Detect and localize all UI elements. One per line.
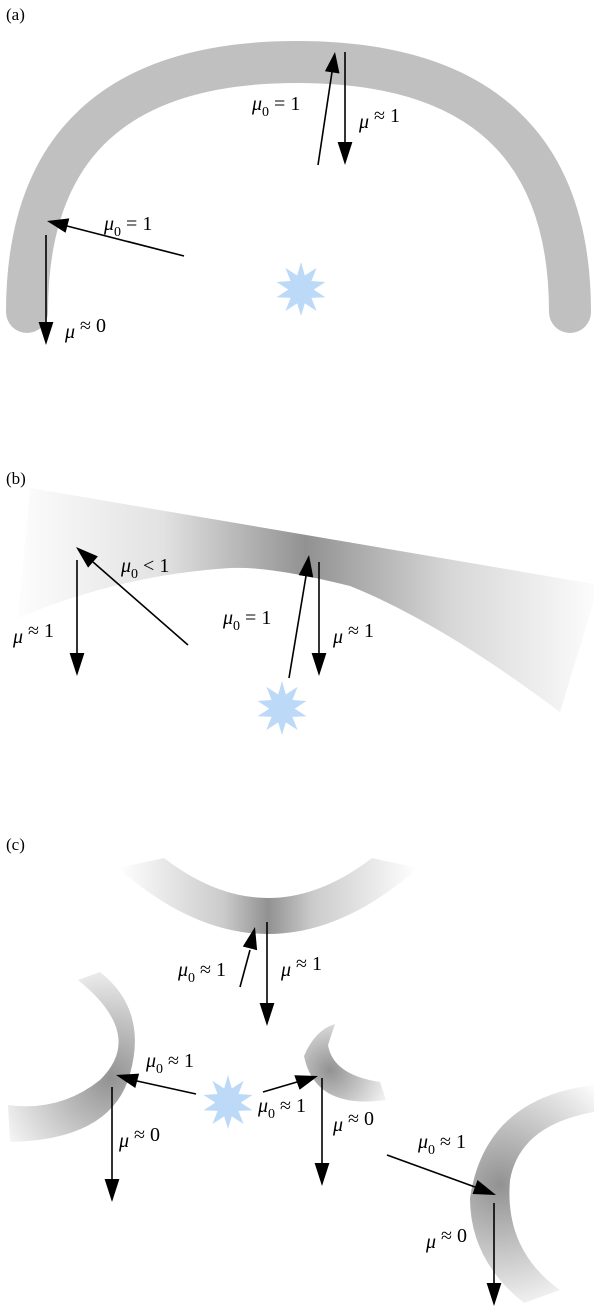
emergent-ray-c-top xyxy=(259,922,275,1026)
emergent-ray-c-right xyxy=(486,1203,502,1306)
panel-c-label: (c) xyxy=(6,835,25,854)
panel-c: (c) μ0 ≈ 1 μ ≈ 1 μ0 ≈ 1 μ ≈ 0 xyxy=(6,835,594,1306)
star-source-a xyxy=(276,262,326,316)
cloud-mid-c xyxy=(304,1024,386,1102)
star-source-b xyxy=(257,681,307,735)
emergent-label-a-top: μ ≈ 1 xyxy=(358,105,400,133)
incident-ray-c-mid xyxy=(262,1075,318,1093)
cloud-band-b xyxy=(18,488,594,712)
incident-label-b-left: μ0 < 1 xyxy=(120,555,169,582)
incident-label-b-center: μ0 = 1 xyxy=(222,607,271,634)
incident-ray-b-center xyxy=(288,555,314,679)
incident-ray-a-top xyxy=(317,52,340,166)
emergent-ray-b-left xyxy=(69,560,85,676)
incident-label-c-top: μ0 ≈ 1 xyxy=(177,959,226,986)
panel-b: (b) μ0 < 1 μ ≈ 1 μ0 = 1 μ ≈ 1 xyxy=(6,469,594,735)
emergent-label-b-left: μ ≈ 1 xyxy=(12,620,54,648)
incident-ray-c-left xyxy=(116,1073,197,1095)
cloud-top-c xyxy=(118,858,418,934)
cloud-left-c xyxy=(8,972,135,1142)
incident-ray-b-left xyxy=(76,547,189,646)
emergent-ray-c-mid xyxy=(314,1078,330,1186)
incident-ray-a-left xyxy=(47,218,185,257)
incident-label-a-top: μ0 = 1 xyxy=(251,93,300,120)
emergent-label-c-right: μ ≈ 0 xyxy=(425,1225,467,1253)
emergent-label-c-mid: μ ≈ 0 xyxy=(332,1108,374,1136)
emergent-ray-a-top xyxy=(337,52,353,165)
cloud-arc-a xyxy=(6,40,591,333)
incident-label-a-left: μ0 = 1 xyxy=(103,213,152,240)
cloud-right-c xyxy=(470,1085,594,1303)
emergent-label-b-center: μ ≈ 1 xyxy=(332,620,374,648)
emergent-label-c-left: μ ≈ 0 xyxy=(118,1124,160,1152)
star-source-c xyxy=(203,1075,253,1129)
emergent-ray-b-center xyxy=(311,562,327,676)
panel-a-label: (a) xyxy=(6,5,25,24)
incident-label-c-left: μ0 ≈ 1 xyxy=(145,1050,194,1077)
emergent-ray-a-left xyxy=(38,235,54,345)
incident-ray-c-right xyxy=(386,1154,496,1195)
incident-label-c-right: μ0 ≈ 1 xyxy=(417,1131,466,1158)
emergent-label-c-top: μ ≈ 1 xyxy=(280,953,322,981)
incident-label-c-mid: μ0 ≈ 1 xyxy=(257,1095,306,1122)
emergent-label-a-left: μ ≈ 0 xyxy=(64,315,106,343)
panel-a: (a) μ0 = 1 μ ≈ 1 μ0 = 1 μ ≈ 0 xyxy=(6,5,591,345)
emergent-ray-c-left xyxy=(104,1087,120,1202)
panel-b-label: (b) xyxy=(6,469,26,488)
incident-ray-c-top xyxy=(239,927,258,988)
